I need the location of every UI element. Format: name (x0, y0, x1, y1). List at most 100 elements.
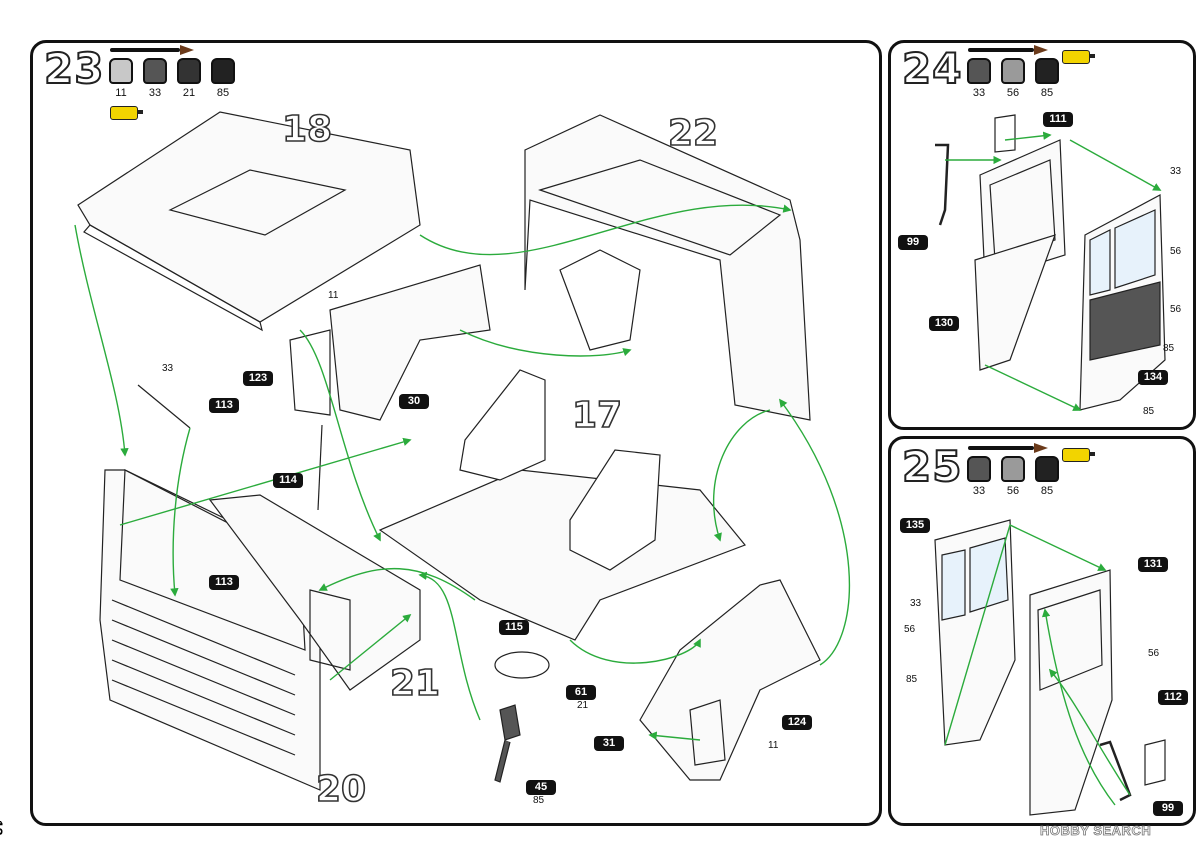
step-24-number: 24 (901, 44, 963, 93)
step-23-number: 23 (43, 44, 105, 93)
rod-part (317, 424, 323, 511)
watermark-text: HOBBY SEARCH (1040, 823, 1152, 839)
paint-brush-icon (968, 45, 1048, 55)
paint-jar: 85 (1034, 58, 1060, 99)
glue-tube-icon (110, 106, 143, 120)
outer-fender-part (639, 579, 821, 781)
part-tag-130: 130 (929, 316, 959, 331)
fender-color-label: 11 (768, 740, 779, 751)
paint-code: 56 (1006, 87, 1020, 99)
paint-code: 85 (216, 87, 230, 99)
paint-jar-icon (177, 58, 201, 84)
part-tag-111: 111 (1043, 112, 1073, 127)
paint-jar: 85 (1034, 456, 1060, 497)
part-tag-61: 61 (566, 685, 596, 700)
paint-jar-icon (967, 456, 991, 482)
paint-jar: 33 (142, 58, 168, 99)
assembly-number-20: 20 (315, 769, 367, 810)
paint-brush-icon (110, 45, 194, 55)
mirror-part-111 (994, 114, 1016, 153)
color-label-33: 33 (1170, 166, 1182, 177)
inner-door-part (974, 234, 1056, 371)
wheel-color-label: 21 (577, 700, 589, 711)
part-tag-131: 131 (1138, 557, 1168, 572)
paint-jar-icon (211, 58, 235, 84)
part-tag-30: 30 (399, 394, 429, 409)
color-label-56: 56 (904, 624, 916, 635)
paint-code: 11 (115, 87, 127, 99)
wiper-color-label: 33 (162, 363, 174, 374)
glue-tube-icon (1062, 50, 1095, 64)
part-tag-135: 135 (900, 518, 930, 533)
part-tag-113-wiper: 113 (209, 398, 239, 413)
cab-back-part (524, 114, 811, 421)
paint-code: 21 (182, 87, 196, 99)
paint-jar-icon (1035, 58, 1059, 84)
roof-part (77, 111, 421, 323)
part-tag-115: 115 (499, 620, 529, 635)
paint-jar-icon (143, 58, 167, 84)
step-24-paints: 33 56 85 (966, 58, 1060, 99)
paint-jar-icon (1001, 456, 1025, 482)
parts-outline (77, 111, 1166, 816)
part-tag-134: 134 (1138, 370, 1168, 385)
step-25-number: 25 (901, 442, 963, 491)
paint-code: 33 (148, 87, 162, 99)
paint-jar: 85 (210, 58, 236, 99)
driver-seat (459, 369, 546, 481)
seal-part-99b (1099, 740, 1132, 802)
paint-code: 85 (1040, 485, 1054, 497)
part-tag-124: 124 (782, 715, 812, 730)
color-label-85: 85 (1143, 406, 1155, 417)
paint-jar: 11 (108, 58, 134, 99)
color-label-56: 56 (1170, 304, 1182, 315)
part-tag-99: 99 (1153, 801, 1183, 816)
paint-jar-icon (967, 58, 991, 84)
step-23-paints: 11 33 21 85 (108, 58, 236, 99)
paint-jar-icon (1035, 456, 1059, 482)
color-label-85: 85 (1163, 343, 1175, 354)
passenger-seat (569, 449, 661, 571)
dashboard-part (208, 494, 421, 691)
paint-brush-icon (968, 443, 1048, 453)
assembly-number-18: 18 (281, 109, 333, 150)
assembly-number-17: 17 (571, 395, 623, 436)
glue-tube-icon (1062, 448, 1095, 462)
assembly-number-22: 22 (667, 113, 719, 154)
part-tag-45: 45 (526, 780, 556, 795)
color-label-33: 33 (910, 598, 922, 609)
part-tag-114: 114 (273, 473, 303, 488)
wiper-part (137, 384, 191, 429)
seal-part-99a (935, 143, 950, 226)
paint-code: 33 (972, 87, 986, 99)
paint-jar: 56 (1000, 456, 1026, 497)
paint-jar: 33 (966, 58, 992, 99)
step-25-paints: 33 56 85 (966, 456, 1060, 497)
part-tag-123: 123 (243, 371, 273, 386)
paint-jar-icon (1001, 58, 1025, 84)
mirror-part-112 (1144, 739, 1166, 786)
color-label-56: 56 (1170, 246, 1182, 257)
part-tag-99: 99 (898, 235, 928, 250)
gear-shifter (494, 704, 521, 783)
part-tag-31: 31 (594, 736, 624, 751)
paint-jar: 33 (966, 456, 992, 497)
inner-panel-part (329, 264, 491, 421)
color-label-85: 85 (906, 674, 918, 685)
door-131 (1029, 569, 1113, 816)
steering-wheel (494, 651, 550, 679)
page-number: 13 (0, 820, 6, 836)
paint-code: 85 (1040, 87, 1054, 99)
assembly-number-21: 21 (389, 663, 441, 704)
paint-jar-icon (109, 58, 133, 84)
part-tag-113-front: 113 (209, 575, 239, 590)
cab-floor-part (378, 469, 746, 641)
roof-color-label: 11 (328, 290, 339, 301)
assembly-arrows (74, 131, 1162, 806)
paint-jar: 21 (176, 58, 202, 99)
color-label-56: 56 (1148, 648, 1160, 659)
paint-jar: 56 (1000, 58, 1026, 99)
part-tag-112: 112 (1158, 690, 1188, 705)
paint-code: 56 (1006, 485, 1020, 497)
